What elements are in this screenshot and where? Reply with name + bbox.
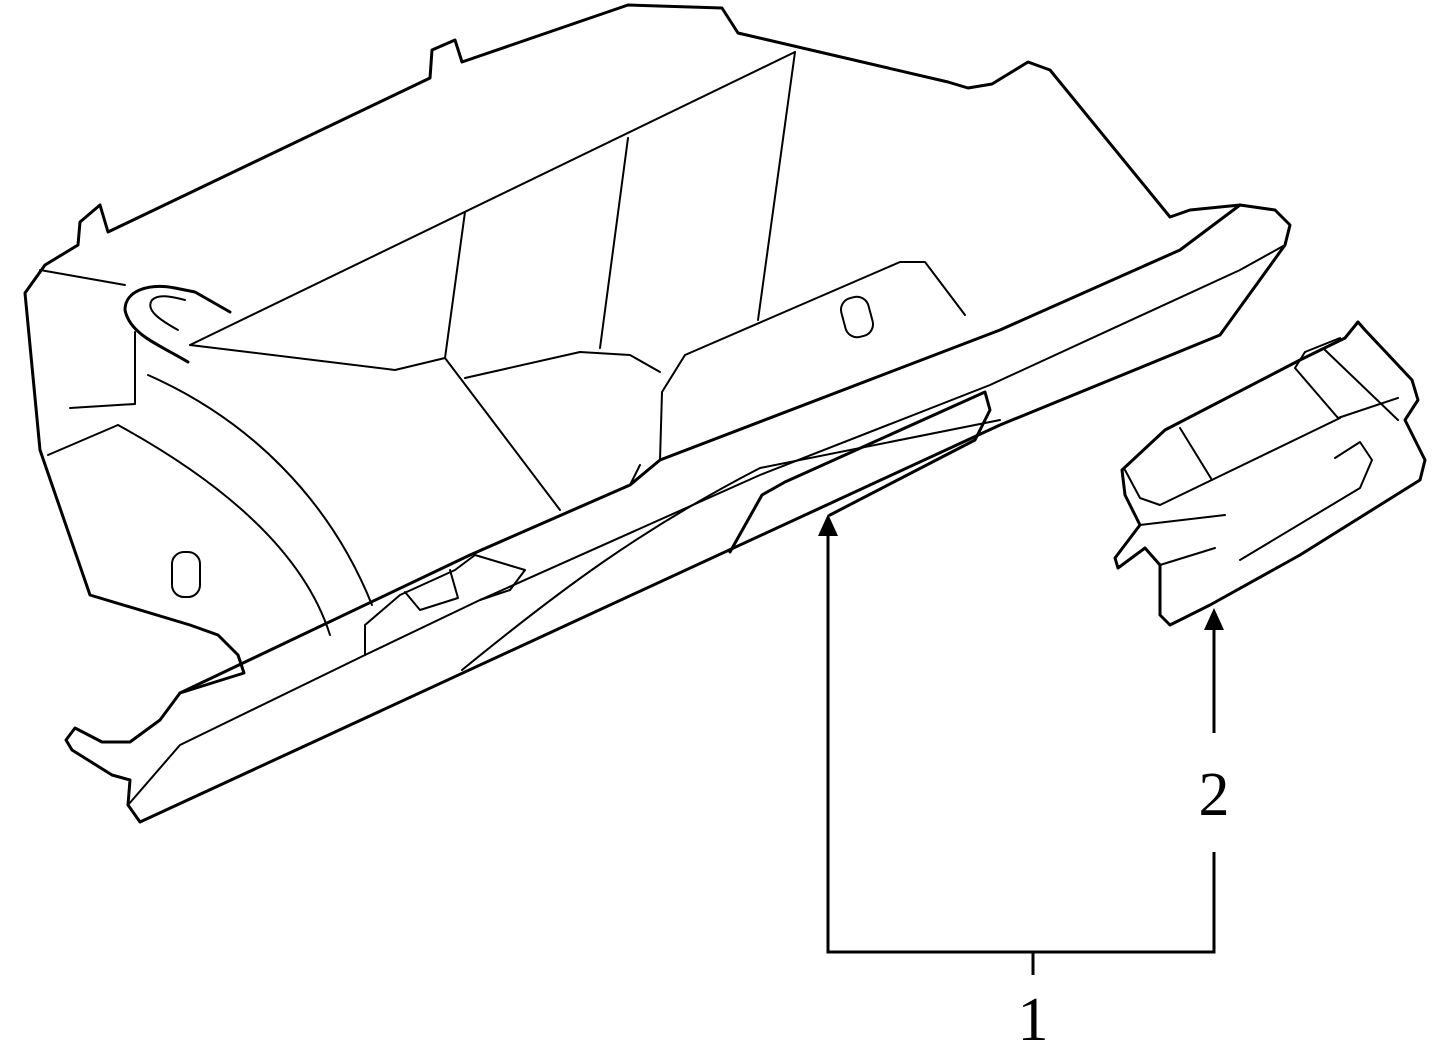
inner-rib-3	[444, 211, 466, 359]
latch-notch	[364, 554, 526, 656]
inner-rib-1	[757, 51, 796, 321]
latch-block	[404, 569, 459, 611]
latch-divider	[1179, 427, 1213, 481]
hinge-hook	[123, 284, 232, 364]
glove-box-icon	[23, 3, 1292, 824]
hinge-hook-inner	[149, 295, 186, 331]
front-sweep	[461, 419, 1001, 671]
latch-top-face	[1124, 417, 1341, 506]
inner-top-edge	[189, 51, 796, 346]
latch-front-slope	[1239, 441, 1373, 561]
side-arc-outer	[117, 424, 331, 636]
tray-lip	[127, 244, 1286, 806]
left-slot-hole	[171, 551, 201, 598]
inner-boss	[659, 261, 966, 461]
inner-rib-2	[599, 137, 629, 349]
side-arc-inner	[147, 374, 373, 606]
latch-ridge	[1294, 337, 1399, 419]
callout-leaders	[818, 514, 1224, 975]
leader-line-2-lower	[1033, 852, 1216, 954]
arrowhead-1	[818, 514, 838, 536]
leader-line-1	[826, 528, 1033, 954]
latch-housing-icon	[1113, 320, 1427, 627]
latch-front-face	[1159, 547, 1216, 566]
tray-front-edge	[178, 203, 1242, 695]
arrowhead-2	[1204, 608, 1224, 630]
inner-floor	[189, 344, 561, 511]
latch-lower-lip	[1139, 514, 1226, 526]
side-wall-slot	[69, 331, 136, 409]
side-wall-diag	[47, 424, 119, 456]
latch-rail	[629, 464, 641, 486]
callout-number-2: 2	[1199, 761, 1230, 829]
latch-housing-outline	[1113, 320, 1427, 627]
glove-box-outline	[23, 3, 1292, 824]
callout-number-1: 1	[1018, 986, 1049, 1054]
latch-edge	[1324, 349, 1399, 421]
side-wall-top	[39, 269, 126, 286]
right-slot-hole	[839, 295, 875, 339]
inner-floor-2	[464, 351, 661, 379]
handle-recess	[728, 390, 992, 554]
